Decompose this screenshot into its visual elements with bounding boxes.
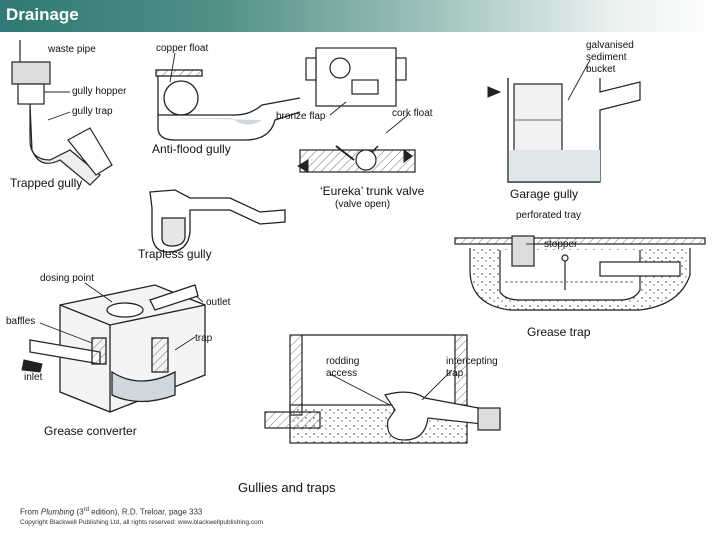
heading-trapless-gully: Trapless gully bbox=[138, 247, 212, 261]
label-gully-trap: gully trap bbox=[72, 106, 113, 117]
flow-arrows bbox=[21, 86, 502, 373]
source-prefix: From bbox=[20, 507, 41, 517]
heading-grease-converter: Grease converter bbox=[44, 424, 137, 438]
label-trap: trap bbox=[195, 333, 213, 344]
copyright-notice: Copyright Blackwell Publishing Ltd, all … bbox=[20, 519, 264, 526]
heading-anti-flood-gully: Anti-flood gully bbox=[152, 142, 231, 156]
label-outlet: outlet bbox=[206, 297, 231, 308]
grease-converter-drawing bbox=[29, 284, 206, 413]
label-baffles: baffles bbox=[6, 316, 36, 327]
source-book: Plumbing bbox=[40, 507, 75, 517]
label-dosing-point: dosing point bbox=[40, 273, 94, 284]
grease-trap-drawing bbox=[454, 235, 706, 311]
trapless-gully-drawing bbox=[149, 189, 286, 253]
heading-garage-gully: Garage gully bbox=[510, 187, 579, 201]
label-intercepting-trap: intercepting trap bbox=[446, 356, 498, 379]
leader-lines bbox=[39, 52, 591, 406]
label-valve-open: (valve open) bbox=[335, 199, 391, 210]
label-bronze-flap: bronze flap bbox=[276, 111, 326, 122]
label-waste-pipe: waste pipe bbox=[48, 44, 96, 55]
label-copper-float: copper float bbox=[156, 43, 209, 54]
heading-eureka-trunk-valve: ‘Eureka’ trunk valve bbox=[320, 184, 425, 198]
eureka-valve-section bbox=[299, 145, 416, 173]
heading-trapped-gully: Trapped gully bbox=[10, 176, 83, 190]
source-citation: From Plumbing (3rd edition), R.D. Treloa… bbox=[20, 507, 202, 517]
label-perforated-tray: perforated tray bbox=[516, 210, 582, 221]
eureka-valve-body bbox=[305, 47, 407, 107]
source-edition-suffix: rd bbox=[83, 507, 89, 513]
label-cork-float: cork float bbox=[392, 108, 433, 119]
label-stopper: stopper bbox=[544, 239, 578, 250]
label-gully-hopper: gully hopper bbox=[72, 86, 127, 97]
label-galvanised-sediment-bucket: galvanised sediment bucket bbox=[586, 40, 634, 75]
title-bar: Drainage bbox=[0, 0, 720, 32]
trapped-gully-drawing bbox=[11, 40, 113, 186]
page-title: Drainage bbox=[6, 5, 79, 24]
label-inlet: inlet bbox=[24, 372, 43, 383]
source-edition: (3 bbox=[74, 507, 84, 517]
heading-grease-trap: Grease trap bbox=[527, 325, 591, 339]
anti-flood-gully-drawing bbox=[155, 69, 301, 141]
intercepting-trap-drawing bbox=[264, 334, 501, 444]
figure-caption: Gullies and traps bbox=[238, 480, 336, 495]
source-rest: edition), R.D. Treloar, page 333 bbox=[88, 507, 203, 517]
label-rodding-access: rodding access bbox=[326, 356, 360, 379]
garage-gully-drawing bbox=[507, 78, 641, 183]
